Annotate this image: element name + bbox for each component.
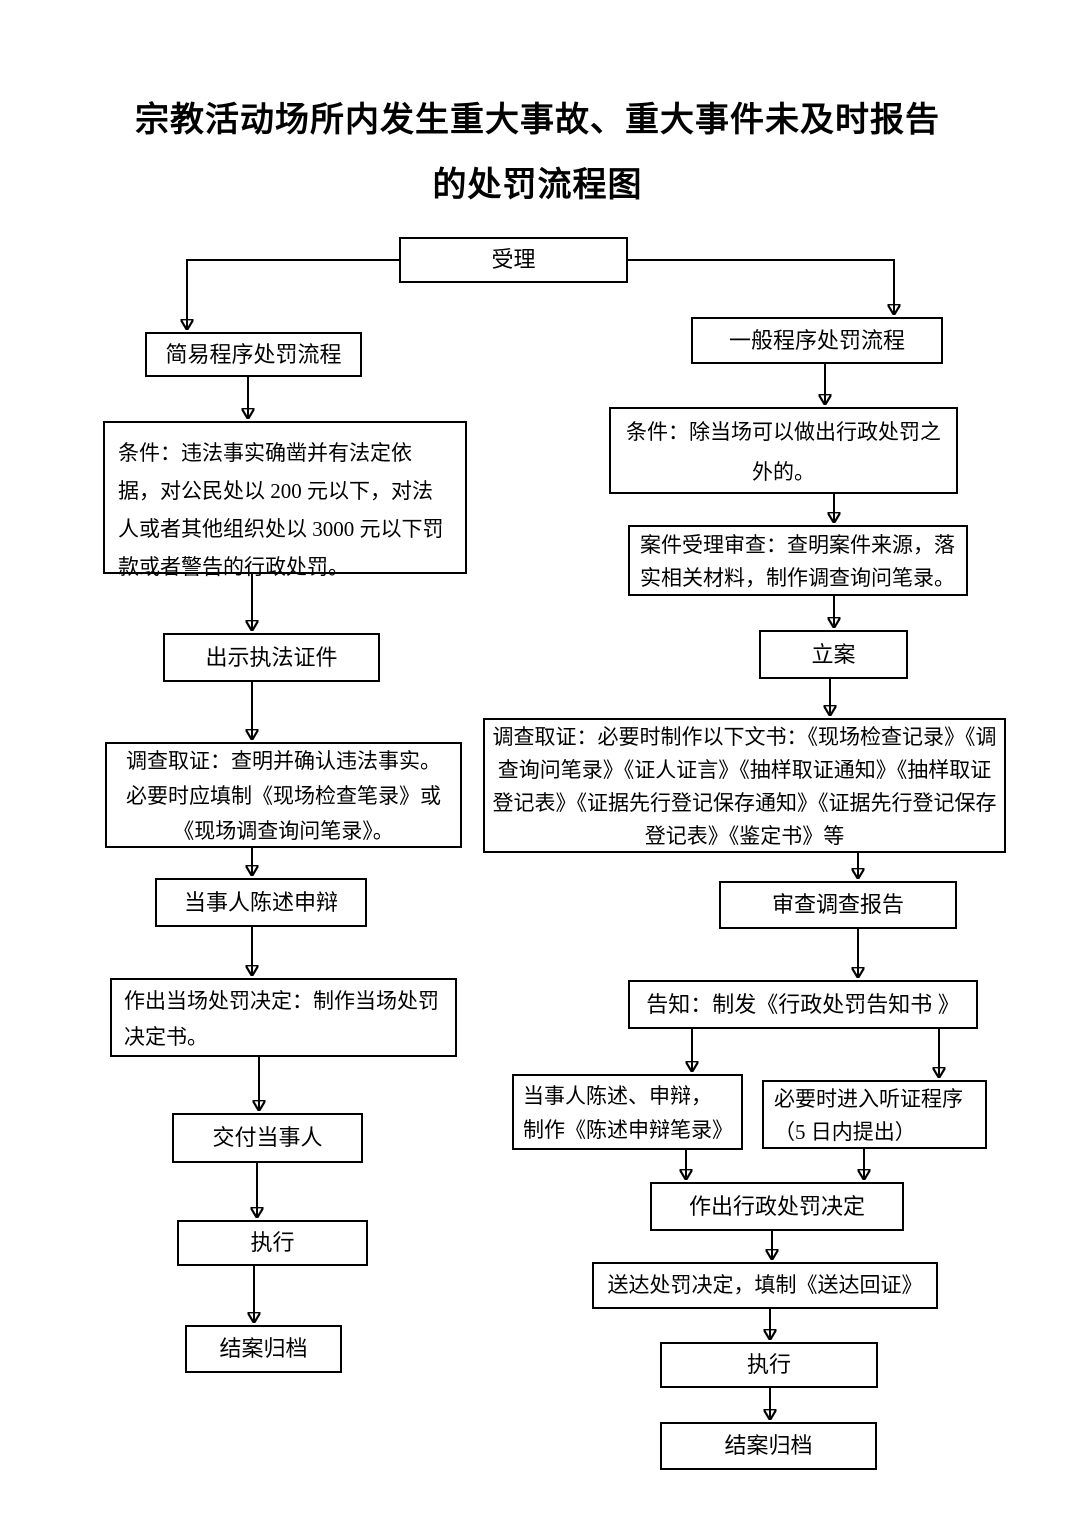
node-party-statement: 当事人陈述申辩: [155, 878, 367, 927]
node-file-case: 立案: [759, 630, 908, 679]
node-general-condition: 条件：除当场可以做出行政处罚之外的。: [609, 407, 958, 494]
node-archive-right: 结案归档: [660, 1422, 877, 1470]
node-simple-procedure: 简易程序处罚流程: [145, 332, 362, 377]
node-execute-right: 执行: [660, 1342, 878, 1388]
node-archive-left: 结案归档: [185, 1325, 342, 1373]
node-show-credentials: 出示执法证件: [163, 633, 380, 682]
page-title: 宗教活动场所内发生重大事故、重大事件未及时报告 的处罚流程图: [0, 88, 1075, 218]
node-review-report: 审查调查报告: [719, 881, 957, 929]
page-title-line2: 的处罚流程图: [432, 166, 643, 204]
connector-accept-to-general: [628, 259, 894, 314]
node-general-procedure: 一般程序处罚流程: [691, 317, 943, 364]
node-serve-decision: 送达处罚决定，填制《送达回证》: [592, 1262, 938, 1309]
node-admin-decision: 作出行政处罚决定: [650, 1182, 904, 1231]
node-case-review: 案件受理审查：查明案件来源，落实相关材料，制作调查询问笔录。: [628, 525, 968, 596]
node-deliver-to-party: 交付当事人: [172, 1113, 363, 1163]
node-simple-investigation: 调查取证：查明并确认违法事实。必要时应填制《现场检查笔录》或《现场调查询问笔录》…: [105, 742, 462, 848]
node-statement-record: 当事人陈述、申辩，制作《陈述申辩笔录》: [512, 1074, 743, 1150]
node-accept: 受理: [399, 237, 628, 283]
node-hearing: 必要时进入听证程序（5 日内提出）: [762, 1080, 987, 1149]
node-general-investigation: 调查取证：必要时制作以下文书：《现场检查记录》《调查询问笔录》《证人证言》《抽样…: [483, 718, 1006, 853]
node-onsite-decision: 作出当场处罚决定：制作当场处罚决定书。: [110, 978, 457, 1057]
node-simple-condition: 条件：违法事实确凿并有法定依据，对公民处以 200 元以下，对法人或者其他组织处…: [103, 421, 467, 579]
node-execute-left: 执行: [177, 1220, 368, 1266]
connector-accept-to-simple: [187, 259, 399, 329]
node-notify: 告知：制发《行政处罚告知书 》: [628, 980, 978, 1029]
page-title-line1: 宗教活动场所内发生重大事故、重大事件未及时报告: [135, 101, 940, 139]
